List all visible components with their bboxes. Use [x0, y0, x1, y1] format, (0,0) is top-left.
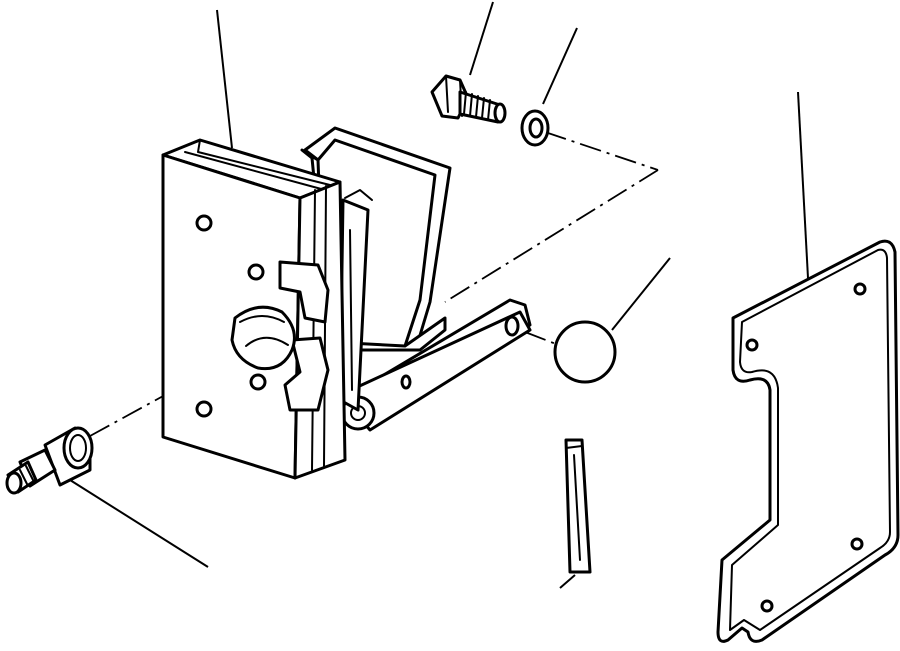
plate-hole-4 — [760, 599, 774, 613]
tag-strip — [564, 438, 592, 574]
centerline-bolt-down — [444, 169, 659, 303]
leader-bolt — [469, 1, 494, 76]
plate-hole-1 — [853, 282, 867, 296]
latch-hole-lower — [249, 373, 267, 391]
latch-claw-upper — [278, 260, 330, 324]
plate-hole-3 — [850, 537, 864, 551]
latch-hole-top — [195, 214, 213, 232]
centerline-cap — [524, 331, 557, 345]
bracket-pivot-hole — [400, 374, 412, 390]
latch — [161, 138, 347, 480]
cap — [553, 320, 617, 384]
cap-circle — [553, 320, 617, 384]
latch-claw-lower — [283, 336, 330, 412]
striker — [5, 426, 94, 495]
bolt-threads — [463, 91, 491, 121]
plate-hole-2 — [745, 338, 759, 352]
latch-hole-bottom — [195, 400, 213, 418]
leader-lines — [69, 1, 809, 589]
leader-washer — [542, 27, 578, 105]
latch-side-face — [293, 180, 347, 480]
tag — [564, 438, 592, 574]
washer — [520, 109, 550, 147]
centerline-bolt — [544, 131, 659, 171]
bracket-arm-hole — [504, 315, 520, 337]
plate-outline — [716, 239, 900, 643]
leader-striker — [69, 479, 209, 568]
leader-cap — [611, 257, 671, 331]
leader-latch — [216, 9, 233, 149]
latch-hole-mid — [247, 263, 265, 281]
washer-outer — [520, 109, 550, 147]
plate-inner-edge — [729, 248, 891, 631]
striker-head — [62, 426, 94, 470]
washer-inner — [528, 117, 544, 139]
bolt — [430, 74, 507, 124]
leader-plate — [797, 91, 809, 279]
leader-tag — [559, 574, 576, 589]
cover-plate — [716, 239, 900, 643]
